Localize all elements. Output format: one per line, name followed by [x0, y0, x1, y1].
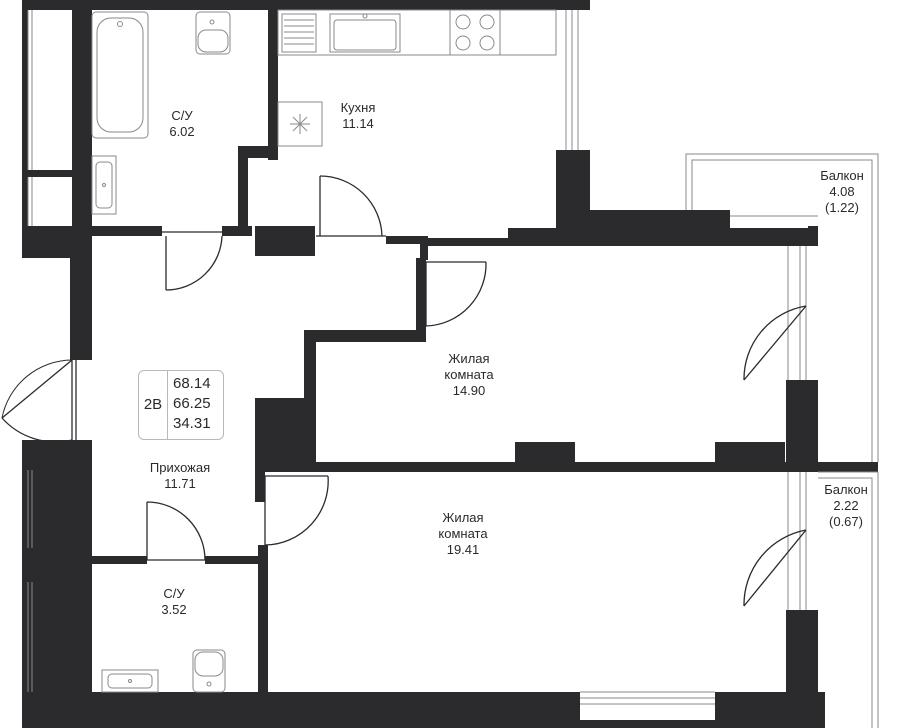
living-area: 34.31: [173, 415, 211, 432]
drying-rack-icon: [281, 13, 317, 53]
sink-icon: [91, 155, 117, 215]
room-area: 14.90: [452, 383, 486, 398]
bathtub-icon: [91, 11, 149, 139]
total-area: 68.14: [173, 375, 211, 392]
room-label-balcony-bottom: Балкон 2.22 (0.67): [824, 482, 868, 530]
room-label-living-2: Жилая комната 19.41: [438, 510, 487, 558]
apartment-type: 2В: [139, 371, 168, 439]
room-name: Балкон: [820, 168, 864, 183]
room-label-balcony-top: Балкон 4.08 (1.22): [820, 168, 864, 216]
toilet-icon: [195, 11, 231, 55]
walls: [22, 0, 878, 728]
room-name: Балкон: [824, 482, 868, 497]
room-name-line2: комната: [444, 367, 494, 382]
room-name: С/У: [171, 108, 193, 123]
room-name-line1: Жилая: [448, 351, 490, 366]
room-area: 11.14: [342, 116, 374, 131]
stove-icon: [449, 9, 501, 56]
doors: [1, 175, 807, 607]
room-name: С/У: [163, 586, 185, 601]
apartment-areas: 68.14 66.25 34.31: [173, 374, 211, 434]
room-label-kitchen: Кухня 11.14: [341, 100, 376, 132]
room-area: 19.41: [446, 542, 480, 557]
room-name: Кухня: [340, 100, 376, 115]
room-area-reduced: (1.22): [825, 200, 859, 215]
room-name-line1: Жилая: [442, 510, 484, 525]
kitchen-sink-icon: [329, 13, 401, 53]
room-area: 2.22: [833, 498, 859, 513]
room-label-living-1: Жилая комната 14.90: [444, 351, 493, 399]
room-name: Прихожая: [149, 460, 211, 475]
room-area: 6.02: [169, 124, 195, 139]
fixtures: [91, 9, 557, 693]
room-name-line2: комната: [438, 526, 488, 541]
room-area: 11.71: [164, 476, 196, 491]
toilet-icon: [192, 649, 226, 693]
room-area-reduced: (0.67): [829, 514, 863, 529]
room-area: 4.08: [829, 184, 855, 199]
area-without-balconies: 66.25: [173, 395, 211, 412]
room-label-bathroom-bottom: С/У 3.52: [161, 586, 186, 618]
boiler-icon: [277, 101, 323, 147]
windows: [27, 10, 879, 728]
apartment-area-badge: 2В 68.14 66.25 34.31: [138, 370, 224, 440]
room-label-bathroom-top: С/У 6.02: [169, 108, 194, 140]
room-label-hallway: Прихожая 11.71: [150, 460, 210, 492]
sink-icon: [101, 669, 159, 693]
room-area: 3.52: [161, 602, 187, 617]
